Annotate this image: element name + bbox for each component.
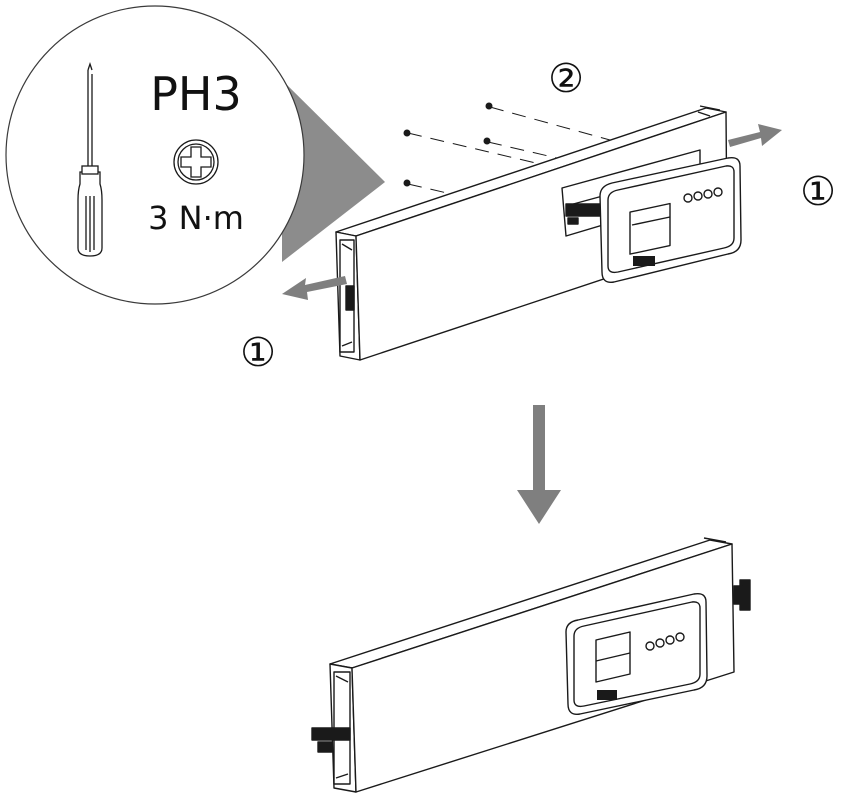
button-icon: [693, 191, 703, 201]
pull-out-arrow-left: [282, 276, 347, 300]
button-icon: [703, 189, 713, 199]
step-1-label-right: ①: [800, 169, 836, 215]
screw-icon: [403, 129, 411, 137]
display-module-bottom: [565, 592, 708, 715]
bit-type-label: PH3: [150, 67, 242, 121]
screwdriver-icon: [77, 61, 103, 257]
phillips-head-icon: [173, 139, 219, 185]
screw-icon: [483, 137, 491, 145]
pull-out-arrow-right: [728, 124, 782, 147]
button-icon: [683, 193, 693, 203]
display-screen: [629, 202, 671, 255]
display-module-top: [599, 156, 742, 283]
step-1-label-left: ①: [240, 330, 276, 376]
tool-callout: PH3 3 N·m: [5, 5, 305, 305]
button-icon: [655, 638, 665, 648]
screw-icon: [485, 102, 493, 110]
button-icon: [675, 632, 685, 642]
button-icon: [713, 187, 723, 197]
callout-pointer: [282, 80, 385, 262]
button-icon: [665, 635, 675, 645]
step-2-label: ②: [548, 56, 584, 102]
button-icon: [645, 641, 655, 651]
direction-down-arrow: [517, 405, 561, 524]
torque-label: 3 N·m: [148, 199, 244, 237]
screw-icon: [403, 179, 411, 187]
